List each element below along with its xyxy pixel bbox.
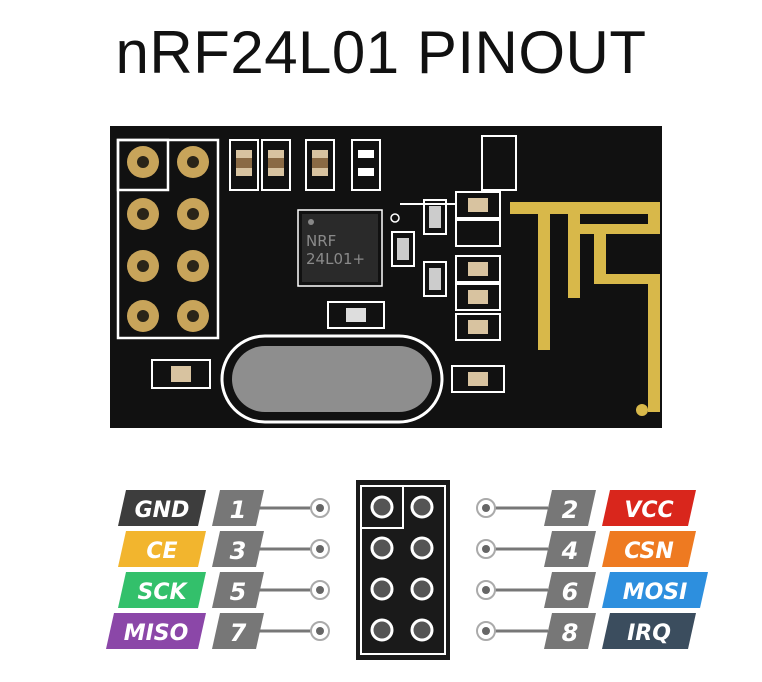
- pin-number-label: 3: [230, 537, 247, 565]
- smd-capacitor: [391, 231, 415, 267]
- pin-row-7: MISO 7: [106, 613, 264, 649]
- smd-resistor-left: [151, 359, 211, 389]
- smd-resistor-bottom: [327, 301, 385, 329]
- header-pins: [116, 138, 220, 340]
- pin-name-tag: [602, 613, 696, 649]
- pin-number-label: 7: [230, 619, 247, 647]
- pin-number-label: 6: [562, 578, 579, 606]
- pin-name-tag: [602, 531, 696, 567]
- pin-name-label: MOSI: [623, 580, 688, 605]
- pin-number-label: 8: [562, 619, 579, 647]
- page-title: nRF24L01 PINOUT: [115, 19, 647, 86]
- smd-resistor: [229, 139, 259, 191]
- pin-name-tag: [118, 490, 206, 526]
- pin-number-tag: [212, 531, 264, 567]
- pin-number-tag: [212, 490, 264, 526]
- pin-name-label: CE: [146, 539, 177, 564]
- pin-number-tag: [212, 572, 264, 608]
- pin-row-1: GND 1: [118, 490, 264, 526]
- pin-name-tag: [118, 531, 206, 567]
- pin-row-8: 8 IRQ: [544, 613, 696, 649]
- pin-number-tag: [212, 613, 264, 649]
- pin-name-label: CSN: [624, 539, 674, 564]
- pin6-pad: [177, 250, 209, 282]
- pin4-pad: [177, 198, 209, 230]
- pin-number-label: 2: [562, 496, 579, 524]
- crystal-oscillator: [220, 334, 444, 424]
- pin-name-tag: [106, 613, 206, 649]
- connector-lines: [258, 506, 548, 633]
- pin-name-tag: [118, 572, 206, 608]
- pin-name-label: IRQ: [627, 621, 671, 646]
- pin-name-tag: [602, 572, 708, 608]
- pin1-square-outline: [116, 138, 170, 192]
- smd-component-column: [400, 135, 517, 393]
- pcb-antenna: [510, 202, 660, 416]
- smd-capacitor: [423, 261, 447, 297]
- pin-number-tag: [544, 490, 596, 526]
- pin1-pad: [127, 146, 159, 178]
- pinout-legend: GND 1 CE 3 SCK 5 MISO 7 2 VCC: [106, 480, 708, 660]
- pin3-pad: [127, 198, 159, 230]
- chip-marking-line1: NRF: [306, 232, 336, 250]
- connector-dots: [310, 498, 496, 641]
- header-diagram: [356, 480, 450, 660]
- pin8-pad: [177, 300, 209, 332]
- pin2-pad: [177, 146, 209, 178]
- pin5-pad: [127, 250, 159, 282]
- pin-number-label: 4: [561, 537, 579, 565]
- pin-name-label: SCK: [137, 580, 188, 605]
- pin-number-tag: [544, 531, 596, 567]
- pin-number-label: 5: [230, 578, 247, 606]
- chip-marking-line2: 24L01+: [306, 250, 365, 268]
- smd-resistor: [261, 139, 291, 191]
- pin-row-3: CE 3: [118, 531, 264, 567]
- nrf-chip: NRF 24L01+: [297, 209, 400, 287]
- pin-number-tag: [544, 572, 596, 608]
- pin-name-label: MISO: [124, 621, 189, 646]
- smd-capacitor: [423, 199, 447, 235]
- smd-diode: [351, 139, 381, 191]
- pin-number-tag: [544, 613, 596, 649]
- pin-number-label: 1: [230, 496, 247, 524]
- pin-row-4: 4 CSN: [544, 531, 696, 567]
- pin-row-6: 6 MOSI: [544, 572, 708, 608]
- pin-name-label: VCC: [624, 498, 673, 523]
- nrf24l01-module: NRF 24L01+: [110, 126, 662, 428]
- pin-row-5: SCK 5: [118, 572, 264, 608]
- pin-name-label: GND: [135, 498, 190, 523]
- pin7-pad: [127, 300, 159, 332]
- smd-resistor: [305, 139, 335, 191]
- pin-row-2: 2 VCC: [544, 490, 696, 526]
- pin-name-tag: [602, 490, 696, 526]
